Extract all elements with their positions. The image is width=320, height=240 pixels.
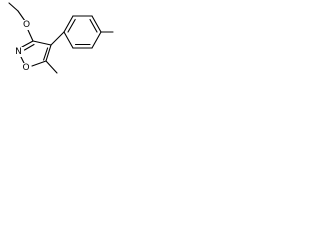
ring-nitrogen-label: N [15, 47, 22, 57]
bond-ar3-ar4-double [89, 18, 98, 33]
bond-ar1-ar2 [63, 15, 74, 33]
ether-oxygen-label-bg [22, 20, 31, 30]
bond-ar3-ar4 [91, 15, 102, 33]
bonds [8, 2, 114, 74]
bond-c4-c5-double [43, 47, 49, 61]
bond-c4-c5 [45, 44, 52, 62]
bond-o1-n2 [20, 56, 25, 64]
atom-labels: O N O [14, 20, 31, 73]
bond-c5-o1 [31, 60, 47, 67]
bond-o-c3 [27, 29, 34, 42]
bond-ethyl-ch2-o [17, 10, 26, 22]
bond-ethyl-ch3-ch2 [8, 2, 19, 12]
ring-oxygen-label: O [22, 63, 29, 73]
ether-oxygen-label: O [23, 20, 30, 30]
ring-oxygen-label-bg [21, 63, 31, 73]
bond-n2-c3-double [23, 43, 35, 51]
bond-ar4-ar5 [91, 31, 102, 49]
bond-c5-methyl [45, 60, 58, 74]
chemical-structure: O N O [8, 2, 114, 74]
bond-n2-c3 [21, 40, 34, 48]
ring-nitrogen-label-bg [14, 47, 23, 57]
bond-ar1-ar2-double [67, 18, 76, 33]
bond-c3-c4 [32, 40, 52, 46]
bond-c4-aryl [50, 31, 65, 46]
bond-ar6-ar1 [63, 31, 74, 49]
